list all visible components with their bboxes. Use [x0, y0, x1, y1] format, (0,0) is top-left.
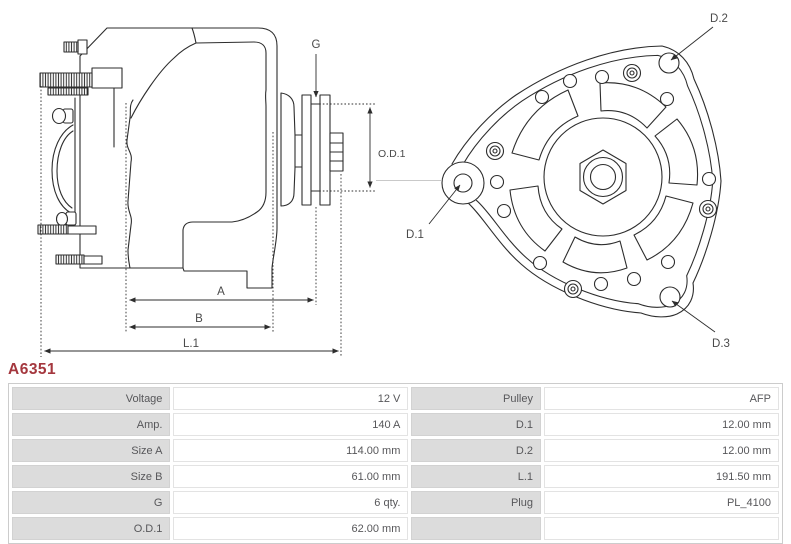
spec-label-cell: Size A: [12, 439, 171, 462]
threaded-stud-bottom: [55, 254, 85, 265]
rear-knob-top: [51, 107, 67, 125]
spec-value-cell: 6 qty.: [173, 491, 409, 514]
part-number: A6351: [8, 361, 57, 378]
spec-value-cell: 62.00 mm: [173, 517, 409, 540]
pulley-flange-left: [301, 94, 312, 206]
dim-label-g: G: [312, 39, 321, 51]
through-bolts: [485, 63, 718, 299]
dim-label-d3: D.3: [712, 338, 730, 350]
spec-value-cell: 61.00 mm: [173, 465, 409, 488]
dim-label-a: A: [217, 286, 225, 298]
spec-label-cell: Amp.: [12, 413, 171, 436]
threaded-stud-lower: [37, 224, 69, 235]
terminal-block: [91, 67, 123, 89]
spec-label-cell: G: [12, 491, 171, 514]
table-row: Amp. 140 A D.1 12.00 mm: [12, 413, 779, 436]
rear-cover-bulge: [51, 124, 74, 214]
stud-block-top: [77, 39, 88, 55]
alternator-body-outline: [79, 27, 278, 289]
spec-label-cell: L.1: [411, 465, 541, 488]
spec-label-cell: O.D.1: [12, 517, 171, 540]
spec-value-cell: 140 A: [173, 413, 409, 436]
table-row: Size A 114.00 mm D.2 12.00 mm: [12, 439, 779, 462]
shaft-hole: [589, 163, 617, 191]
spec-label-cell: D.1: [411, 413, 541, 436]
spec-value-cell: 12 V: [173, 387, 409, 410]
table-row: G 6 qty. Plug PL_4100: [12, 491, 779, 514]
side-view: [37, 27, 344, 289]
spec-label-cell: Pulley: [411, 387, 541, 410]
spec-value-cell: PL_4100: [544, 491, 779, 514]
table-row: Size B 61.00 mm L.1 191.50 mm: [12, 465, 779, 488]
spec-value-cell: [544, 517, 779, 540]
mount-hole-d3: [659, 286, 681, 308]
table-row: O.D.1 62.00 mm: [12, 517, 779, 540]
spec-value-cell: 12.00 mm: [544, 413, 779, 436]
dim-label-l1: L.1: [183, 338, 199, 350]
rear-knob-bottom: [55, 211, 69, 227]
dim-label-b: B: [195, 313, 203, 325]
dimension-lines: [40, 54, 441, 357]
threaded-stud-main: [39, 72, 93, 88]
spec-label-cell: Voltage: [12, 387, 171, 410]
technical-drawing: G O.D.1 A B L.1: [37, 13, 730, 357]
leader-d3: [671, 300, 716, 333]
spec-label-cell: Plug: [411, 491, 541, 514]
leader-d1: [428, 184, 461, 225]
spec-label-cell: D.2: [411, 439, 541, 462]
front-view-leaders: [428, 26, 716, 333]
table-row: Voltage 12 V Pulley AFP: [12, 387, 779, 410]
threaded-stud-top: [63, 41, 79, 53]
dim-label-od1: O.D.1: [378, 148, 406, 160]
leader-d2: [670, 26, 714, 61]
rotor-circle: [543, 117, 663, 237]
spec-value-cell: AFP: [544, 387, 779, 410]
dim-label-d1: D.1: [406, 229, 424, 241]
spec-value-cell: 191.50 mm: [544, 465, 779, 488]
front-view: [441, 45, 722, 318]
spec-value-cell: 114.00 mm: [173, 439, 409, 462]
threaded-stud-nut: [47, 87, 89, 96]
pulley-flange-right: [319, 94, 331, 206]
spec-value-cell: 12.00 mm: [544, 439, 779, 462]
spec-label-cell: Size B: [12, 465, 171, 488]
spec-label-cell: [411, 517, 541, 540]
spec-table: Voltage 12 V Pulley AFP Amp. 140 A D.1 1…: [8, 383, 783, 544]
dim-label-d2: D.2: [710, 13, 728, 25]
